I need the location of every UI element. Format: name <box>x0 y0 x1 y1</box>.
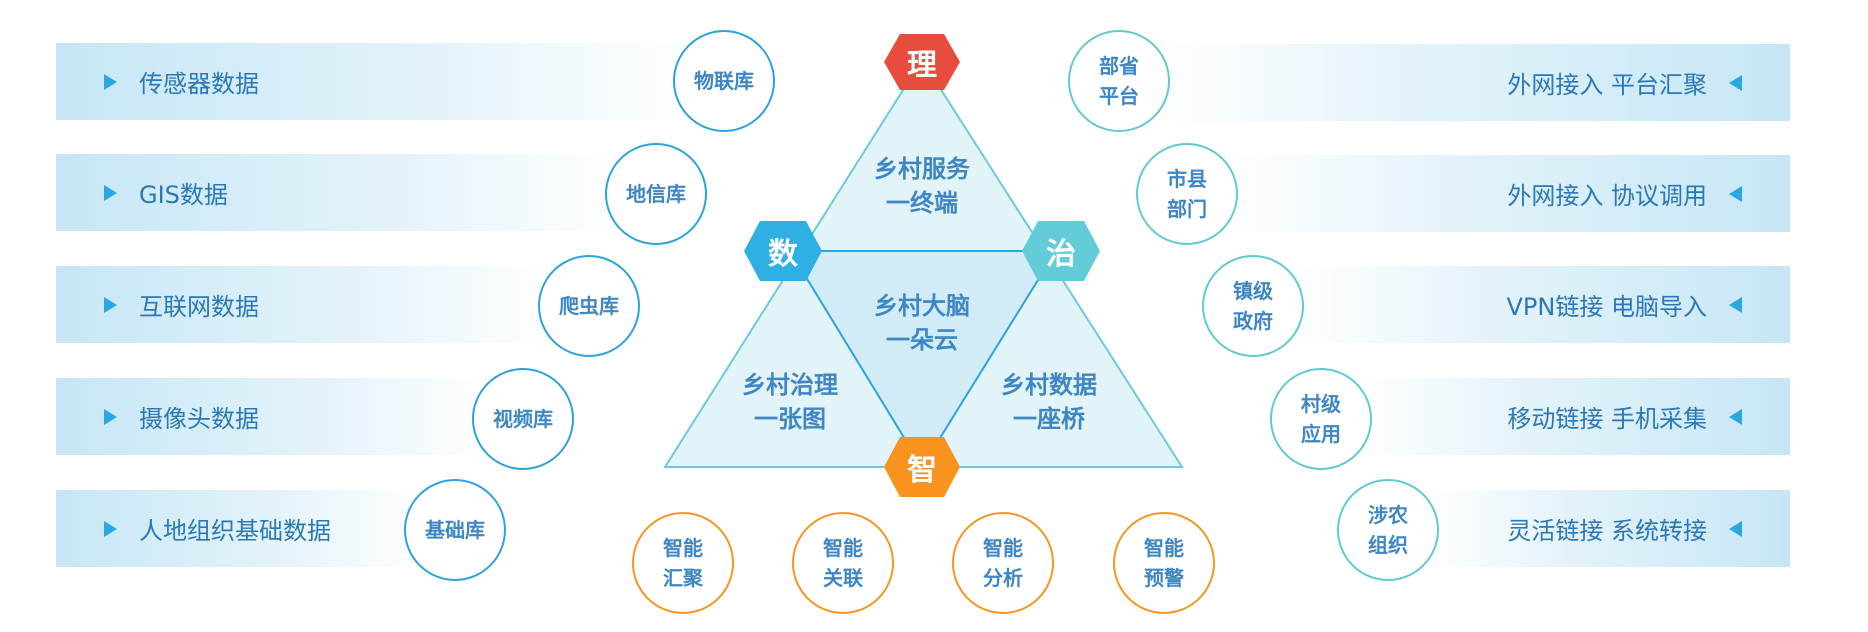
smart-circle: 智能汇聚 <box>632 512 734 614</box>
hexagon-li <box>884 34 960 90</box>
access-label: 移动链接 手机采集 <box>1507 405 1707 433</box>
access-bar: 外网接入 平台汇聚 <box>1150 44 1790 121</box>
hexagon-zhi <box>1022 221 1100 281</box>
access-label: 外网接入 协议调用 <box>1507 182 1707 210</box>
org-circle: 市县部门 <box>1136 143 1238 245</box>
access-bar: VPN链接 电脑导入 <box>1290 266 1790 343</box>
play-arrow-icon <box>104 73 117 90</box>
access-bar: 外网接入 协议调用 <box>1220 155 1790 232</box>
org-line: 部门 <box>1167 197 1207 221</box>
play-arrow-icon <box>104 296 117 313</box>
smart-circle: 智能关联 <box>792 512 894 614</box>
db-circle: 地信库 <box>605 143 707 245</box>
hexagon-label: 治 <box>1046 237 1076 272</box>
db-circle: 爬虫库 <box>538 255 640 357</box>
smart-circle: 智能分析 <box>952 512 1054 614</box>
source-label: GIS数据 <box>139 181 228 209</box>
org-line: 组织 <box>1368 533 1408 557</box>
org-line: 政府 <box>1233 309 1273 333</box>
db-circle: 基础库 <box>404 479 506 581</box>
hexagon-label: 理 <box>907 48 937 83</box>
source-bar-sensor: 传感器数据 <box>56 43 696 120</box>
org-line: 村级 <box>1301 392 1341 416</box>
source-bar-camera: 摄像头数据 <box>56 378 496 455</box>
play-arrow-icon <box>104 184 117 201</box>
hexagon-shu <box>744 221 822 281</box>
org-line: 部省 <box>1099 54 1139 78</box>
db-circle: 视频库 <box>472 368 574 470</box>
governance-map-text: 乡村治理一张图 <box>742 371 838 433</box>
access-bar: 灵活链接 系统转接 <box>1420 490 1790 567</box>
access-label: 灵活链接 系统转接 <box>1507 517 1707 545</box>
org-circle: 村级应用 <box>1270 368 1372 470</box>
service-terminal-text: 乡村服务一终端 <box>874 155 970 217</box>
hexagon-label: 数 <box>768 237 798 272</box>
arrow-left-icon <box>1729 185 1742 202</box>
org-line: 平台 <box>1099 84 1139 108</box>
arrow-left-icon <box>1729 296 1742 313</box>
source-label: 摄像头数据 <box>139 405 259 433</box>
arrow-left-icon <box>1729 520 1742 537</box>
org-circle: 部省平台 <box>1068 30 1170 132</box>
hexagon-label: 智 <box>907 453 937 488</box>
org-line: 市县 <box>1167 167 1207 191</box>
arrow-left-icon <box>1729 74 1742 91</box>
org-line: 镇级 <box>1233 279 1273 303</box>
source-bar-gis: GIS数据 <box>56 154 626 231</box>
source-label: 人地组织基础数据 <box>139 517 331 545</box>
source-label: 互联网数据 <box>139 293 259 321</box>
inner-triangle <box>788 250 1058 469</box>
arrow-left-icon <box>1729 408 1742 425</box>
db-circle: 物联库 <box>673 30 775 132</box>
source-label: 传感器数据 <box>139 70 259 98</box>
org-line: 应用 <box>1301 422 1341 446</box>
org-line: 涉农 <box>1368 503 1408 527</box>
source-bar-base: 人地组织基础数据 <box>56 490 426 567</box>
data-bridge-text: 乡村数据一座桥 <box>1001 371 1097 433</box>
source-bar-internet: 互联网数据 <box>56 266 556 343</box>
smart-circle: 智能预警 <box>1113 512 1215 614</box>
village-brain-text: 乡村大脑一朵云 <box>874 292 970 354</box>
org-circle: 镇级政府 <box>1202 255 1304 357</box>
access-label: 外网接入 平台汇聚 <box>1507 71 1707 99</box>
org-circle: 涉农组织 <box>1337 479 1439 581</box>
play-arrow-icon <box>104 408 117 425</box>
hexagon-zhi-smart <box>884 437 960 497</box>
play-arrow-icon <box>104 520 117 537</box>
access-bar: 移动链接 手机采集 <box>1350 378 1790 455</box>
access-label: VPN链接 电脑导入 <box>1506 293 1707 321</box>
